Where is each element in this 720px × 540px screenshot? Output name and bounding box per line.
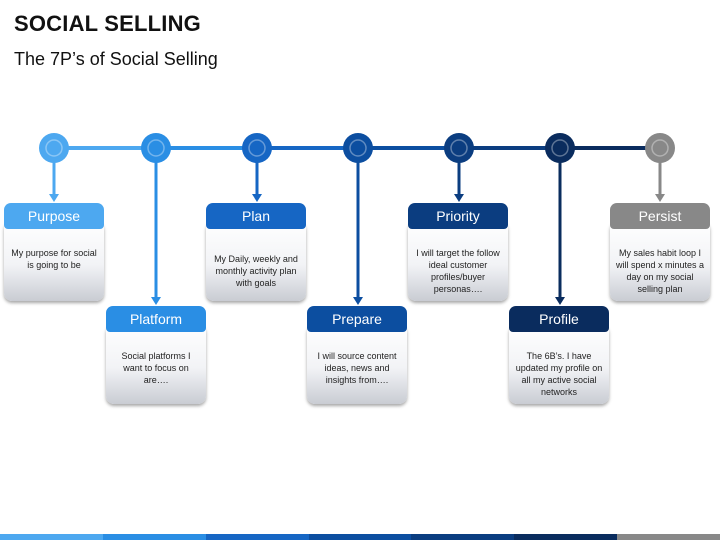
timeline-node-inner — [248, 139, 266, 157]
step-header-purpose: Purpose — [4, 203, 104, 229]
connector-arrowhead — [655, 194, 665, 202]
step-text-plan: My Daily, weekly and monthly activity pl… — [214, 254, 298, 288]
step-card-purpose: Purpose My purpose for social is going t… — [4, 203, 104, 301]
timeline-node-inner — [551, 139, 569, 157]
step-text-persist: My sales habit loop I will spend x minut… — [615, 248, 705, 294]
footer-color-segment — [205, 534, 309, 540]
slide-title: SOCIAL SELLING — [14, 11, 201, 36]
step-card-prepare: Prepare I will source content ideas, new… — [307, 306, 407, 404]
connector-arrowhead — [454, 194, 464, 202]
connector-arrowhead — [555, 297, 565, 305]
connector-arrowhead — [252, 194, 262, 202]
step-text-prepare: I will source content ideas, news and in… — [317, 351, 397, 385]
connector-arrowhead — [49, 194, 59, 202]
footer-color-bar — [0, 534, 720, 540]
card-body — [307, 324, 407, 404]
footer-color-segment — [0, 534, 103, 540]
step-card-platform: Platform Social platforms I want to focu… — [106, 306, 206, 404]
footer-color-segment — [617, 534, 720, 540]
timeline-node-inner — [450, 139, 468, 157]
step-header-priority: Priority — [408, 203, 508, 229]
card-body — [206, 221, 306, 301]
timeline-node-inner — [349, 139, 367, 157]
card-body — [408, 221, 508, 301]
step-text-priority: I will target the follow ideal customer … — [416, 248, 500, 294]
timeline-node-inner — [45, 139, 63, 157]
step-header-platform: Platform — [106, 306, 206, 332]
step-card-profile: Profile The 6B’s. I have updated my prof… — [509, 306, 609, 404]
footer-color-segment — [514, 534, 618, 540]
step-header-prepare: Prepare — [307, 306, 407, 332]
step-text-platform: Social platforms I want to focus on are…… — [121, 351, 191, 385]
timeline-node-inner — [147, 139, 165, 157]
connector-arrowhead — [151, 297, 161, 305]
footer-color-segment — [102, 534, 206, 540]
step-card-priority: Priority I will target the follow ideal … — [408, 203, 508, 301]
step-text-profile: The 6B’s. I have updated my profile on a… — [515, 351, 603, 397]
step-text-purpose: My purpose for social is going to be — [11, 248, 97, 270]
connector-arrowhead — [353, 297, 363, 305]
footer-color-segment — [308, 534, 412, 540]
step-header-profile: Profile — [509, 306, 609, 332]
card-body — [106, 324, 206, 404]
timeline-node-inner — [651, 139, 669, 157]
card-body — [610, 221, 710, 301]
step-header-plan: Plan — [206, 203, 306, 229]
footer-color-segment — [411, 534, 515, 540]
step-header-persist: Persist — [610, 203, 710, 229]
slide-subtitle: The 7P’s of Social Selling — [14, 49, 218, 69]
card-body — [509, 324, 609, 404]
step-card-persist: Persist My sales habit loop I will spend… — [610, 203, 710, 301]
step-card-plan: Plan My Daily, weekly and monthly activi… — [206, 203, 306, 301]
card-body — [4, 221, 104, 301]
